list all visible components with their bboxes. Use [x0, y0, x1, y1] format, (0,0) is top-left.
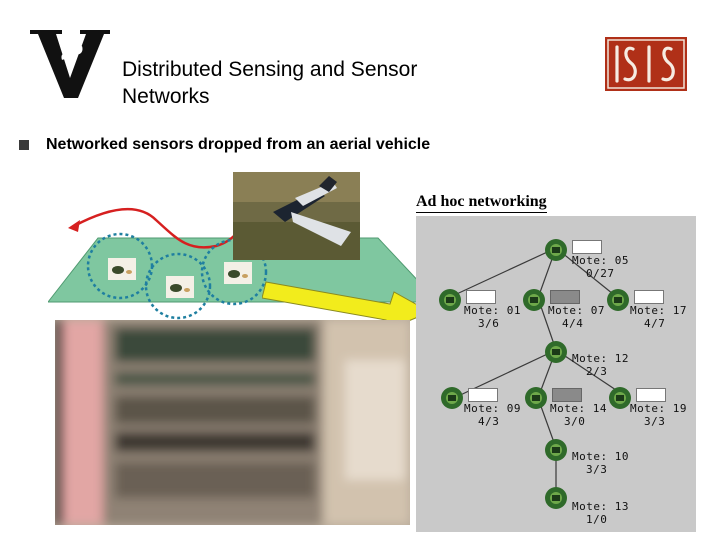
aerial-vehicle-photo [233, 172, 360, 260]
mote-node[interactable]: Mote: 17 4/7 [606, 288, 694, 334]
vanderbilt-v-icon [30, 30, 110, 98]
mote-counts: 3/6 [478, 317, 500, 330]
mote-node[interactable]: Mote: 07 4/4 [522, 288, 622, 334]
mote-counts: 1/0 [586, 513, 608, 526]
bullet-marker [19, 140, 29, 150]
mote-id: Mote: 07 [548, 304, 605, 317]
mote-counts: 4/4 [562, 317, 584, 330]
mote-board-icon [441, 387, 463, 409]
mote-counts: 0/27 [586, 267, 615, 280]
isis-logo [605, 37, 687, 91]
mote-status-box [550, 290, 580, 304]
sensor-node [166, 276, 194, 298]
adhoc-networking-heading: Ad hoc networking [416, 193, 547, 213]
mote-id: Mote: 14 [550, 402, 607, 415]
mote-counts: 4/7 [644, 317, 666, 330]
mote-status-box [636, 388, 666, 402]
mote-node[interactable]: Mote: 10 3/3 [544, 438, 654, 484]
mote-board-icon [545, 239, 567, 261]
mote-counts: 3/0 [564, 415, 586, 428]
flight-path-arrowhead [68, 220, 80, 232]
mote-node[interactable]: Mote: 05 0/27 [544, 238, 654, 284]
mote-counts: 3/3 [644, 415, 666, 428]
mote-network-panel: Mote: 05 0/27 Mote: 01 3/6 Mote: 07 4/4 [416, 216, 696, 532]
mote-id: Mote: 09 [464, 402, 521, 415]
mote-board-icon [525, 387, 547, 409]
mote-counts: 3/3 [586, 463, 608, 476]
mote-id: Mote: 01 [464, 304, 521, 317]
mote-status-box [634, 290, 664, 304]
sensor-closeup-photo [55, 320, 410, 525]
mote-id: Mote: 12 [572, 352, 629, 365]
mote-id: Mote: 10 [572, 450, 629, 463]
title-line-2: Networks [122, 85, 210, 108]
mote-node[interactable]: Mote: 14 3/0 [524, 386, 624, 432]
mote-id: Mote: 05 [572, 254, 629, 267]
mote-board-icon [607, 289, 629, 311]
mote-id: Mote: 13 [572, 500, 629, 513]
mote-counts: 2/3 [586, 365, 608, 378]
vanderbilt-logo [28, 28, 112, 100]
mote-node[interactable]: Mote: 12 2/3 [544, 340, 654, 386]
sensor-node [224, 262, 252, 284]
mote-board-icon [545, 487, 567, 509]
isis-logo-icon [607, 39, 685, 89]
mote-id: Mote: 17 [630, 304, 687, 317]
mote-status-box [572, 240, 602, 254]
mote-board-icon [545, 341, 567, 363]
mote-board-icon [439, 289, 461, 311]
mote-node[interactable]: Mote: 09 4/3 [440, 386, 540, 432]
mote-node[interactable]: Mote: 19 3/3 [608, 386, 694, 432]
mote-status-box [552, 388, 582, 402]
mote-board-icon [523, 289, 545, 311]
slide-title: Distributed Sensing and Sensor Networks [122, 56, 542, 110]
mote-id: Mote: 19 [630, 402, 687, 415]
bullet-text: Networked sensors dropped from an aerial… [46, 136, 431, 153]
mote-board-icon [609, 387, 631, 409]
mote-board-icon [545, 439, 567, 461]
mote-node[interactable]: Mote: 01 3/6 [438, 288, 538, 334]
mote-status-box [466, 290, 496, 304]
sensor-node [108, 258, 136, 280]
mote-node[interactable]: Mote: 13 1/0 [544, 486, 654, 532]
title-line-1: Distributed Sensing and Sensor [122, 58, 418, 81]
sensor-range-circle [144, 252, 212, 320]
mote-counts: 4/3 [478, 415, 500, 428]
mote-status-box [468, 388, 498, 402]
